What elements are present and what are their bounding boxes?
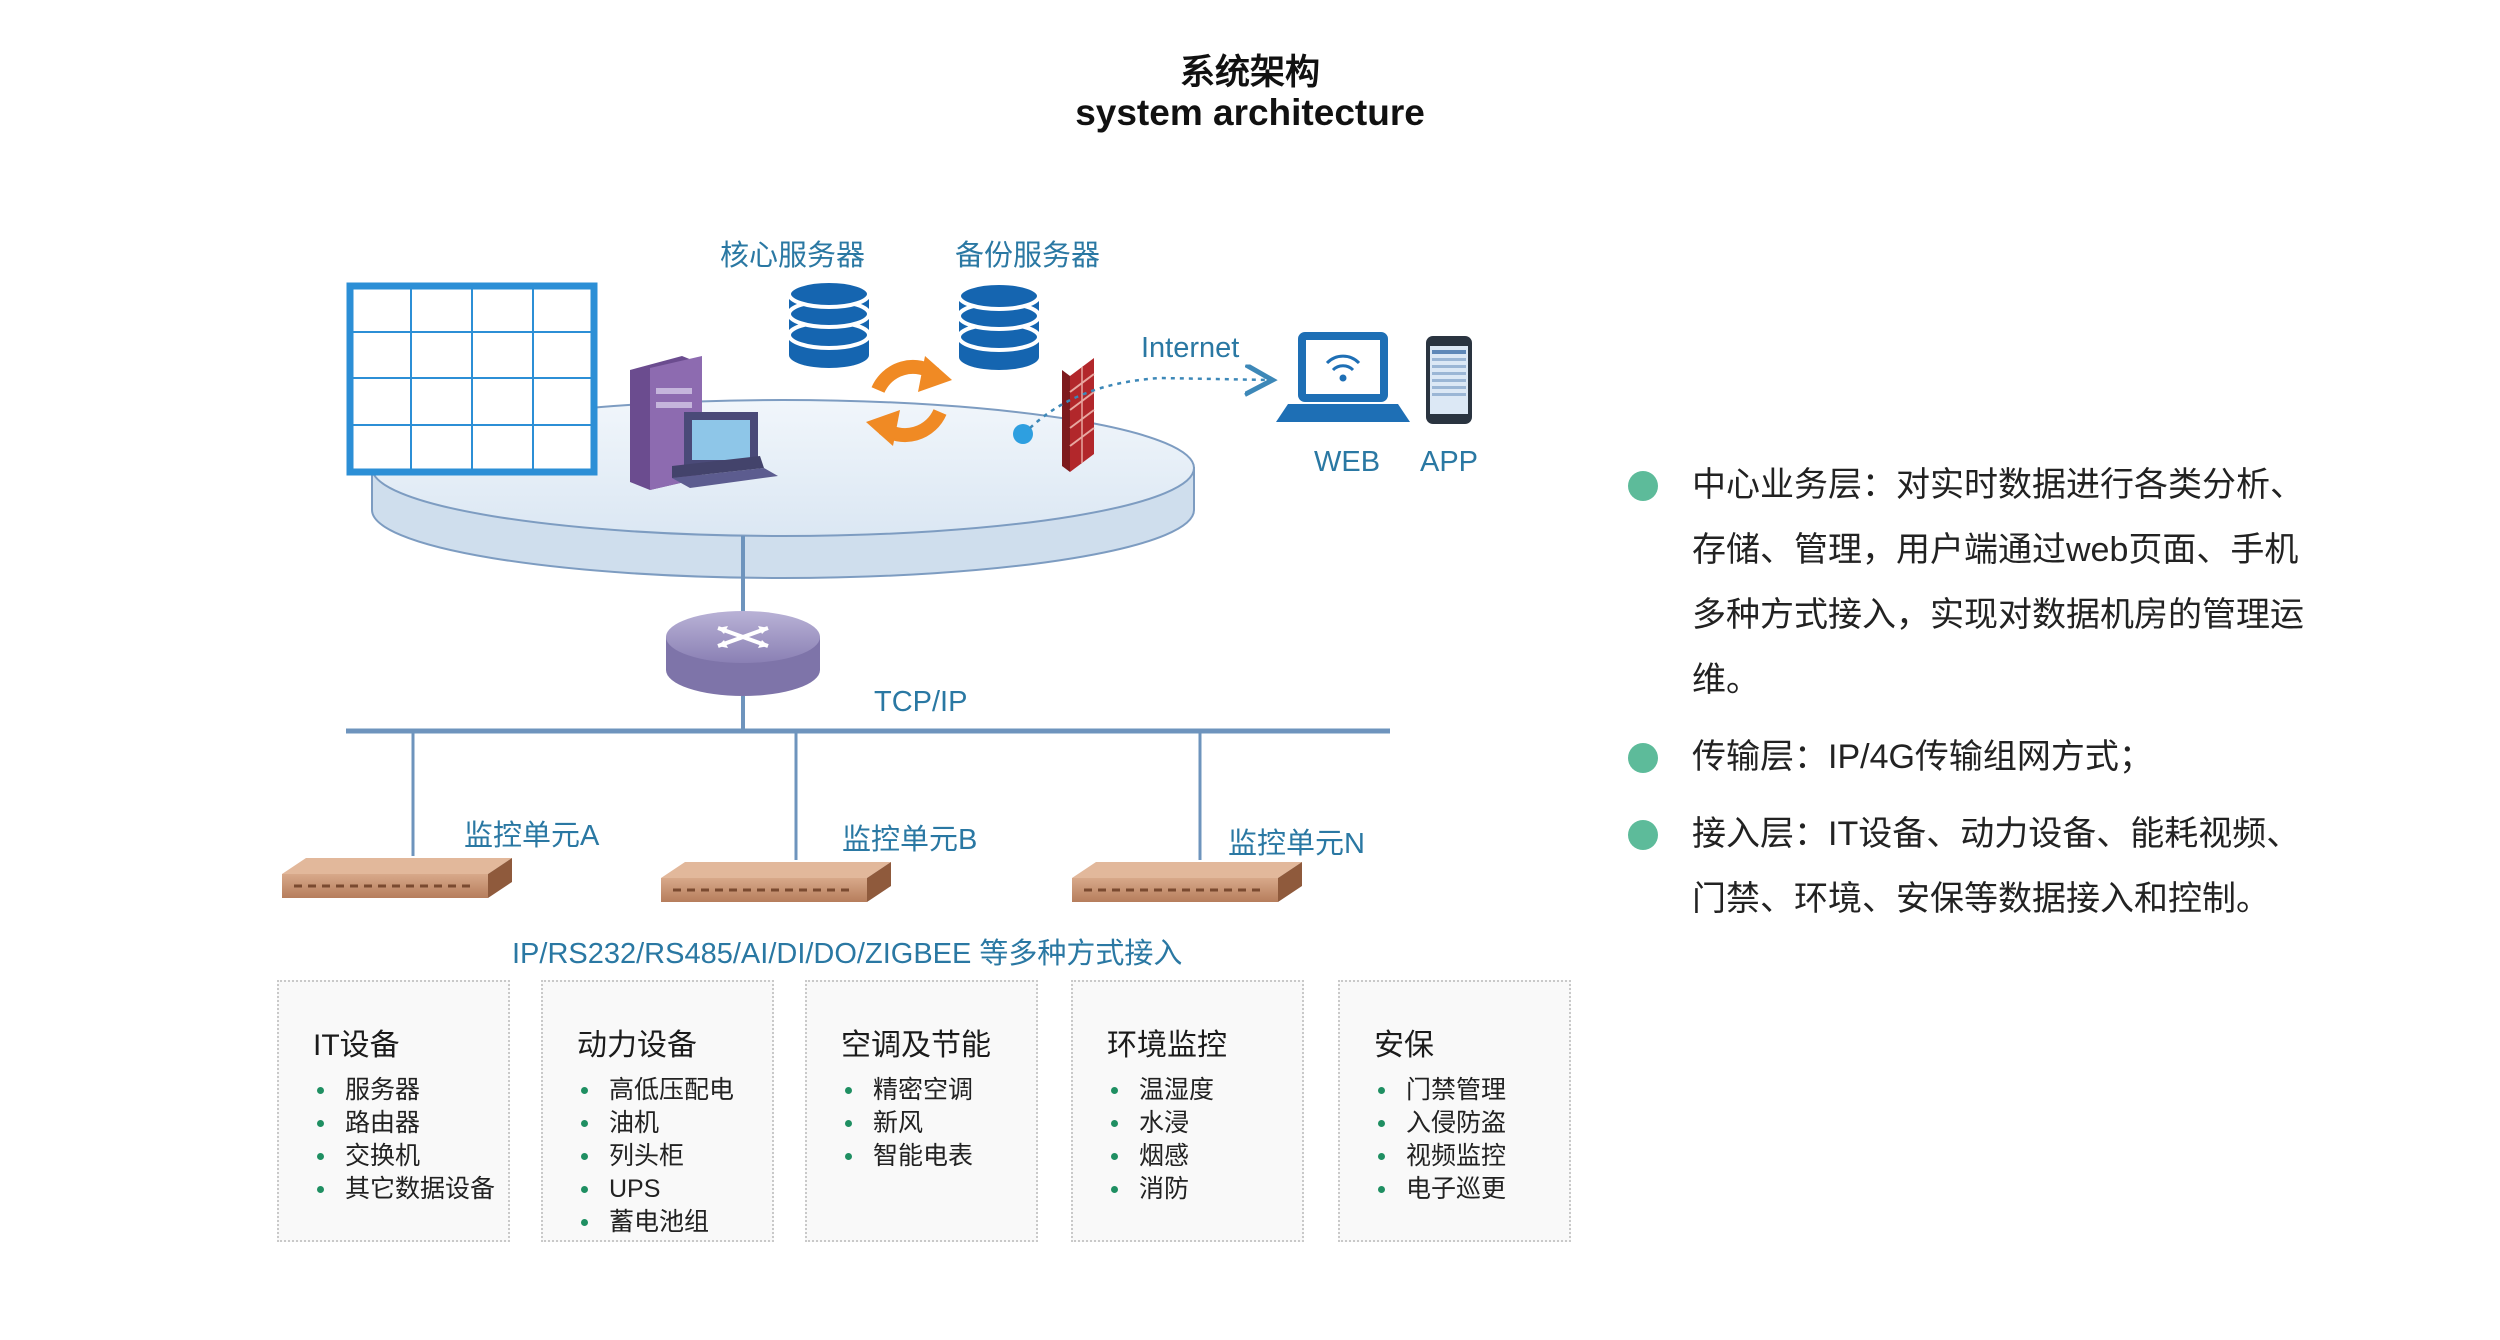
- description-text: 传输层：IP/4G传输组网方式；: [1692, 738, 2153, 776]
- category-title: 动力设备: [577, 1029, 697, 1062]
- monitoring-unit-b-icon: [661, 862, 891, 902]
- category-item: 消防: [1107, 1173, 1302, 1206]
- network-bus: [346, 728, 1390, 860]
- category-box-hvac: 空调及节能 精密空调 新风 智能电表: [805, 980, 1038, 1242]
- category-list: 服务器 路由器 交换机 其它数据设备: [313, 1074, 508, 1206]
- firewall-icon: [1062, 358, 1095, 472]
- category-item: 交换机: [313, 1140, 508, 1173]
- category-item: 路由器: [313, 1107, 508, 1140]
- description-item-center-layer: 中心业务层：对实时数据进行各类分析、存储、管理，用户端通过web页面、手机多种方…: [1620, 453, 2320, 713]
- workstation-icon: [630, 356, 778, 490]
- backup-server-icon: [957, 281, 1041, 370]
- monitoring-unit-a-label: 监控单元A: [464, 820, 600, 852]
- category-item: 烟感: [1107, 1140, 1302, 1173]
- description-text: 中心业务层：对实时数据进行各类分析、存储、管理，用户端通过web页面、手机多种方…: [1692, 466, 2304, 699]
- description-item-transport-layer: 传输层：IP/4G传输组网方式；: [1620, 725, 2320, 790]
- mobile-phone-icon: [1426, 336, 1472, 424]
- category-item: 油机: [577, 1107, 772, 1140]
- category-item: 温湿度: [1107, 1074, 1302, 1107]
- category-item: 电子巡更: [1374, 1173, 1569, 1206]
- category-title: IT设备: [313, 1029, 400, 1062]
- category-list: 精密空调 新风 智能电表: [841, 1074, 1036, 1173]
- category-item: 服务器: [313, 1074, 508, 1107]
- layer-description: 中心业务层：对实时数据进行各类分析、存储、管理，用户端通过web页面、手机多种方…: [1620, 453, 2320, 944]
- title-english: system architecture: [1075, 92, 1425, 133]
- core-server-icon: [787, 279, 871, 368]
- app-label: APP: [1420, 446, 1479, 478]
- laptop-icon: [1276, 332, 1410, 422]
- category-item: 列头柜: [577, 1140, 772, 1173]
- category-item: 其它数据设备: [313, 1173, 508, 1206]
- category-list: 高低压配电 油机 列头柜 UPS 蓄电池组: [577, 1074, 772, 1239]
- sync-arrows-icon: [866, 356, 952, 446]
- title-chinese: 系统架构: [1179, 53, 1320, 92]
- category-item: 高低压配电: [577, 1074, 772, 1107]
- monitoring-unit-a-icon: [282, 858, 512, 898]
- monitoring-unit-n-icon: [1072, 862, 1302, 902]
- category-item: 门禁管理: [1374, 1074, 1569, 1107]
- category-list: 温湿度 水浸 烟感 消防: [1107, 1074, 1302, 1206]
- category-item: 蓄电池组: [577, 1206, 772, 1239]
- description-item-access-layer: 接入层：IT设备、动力设备、能耗视频、门禁、环境、安保等数据接入和控制。: [1620, 802, 2320, 932]
- access-methods-label: IP/RS232/RS485/AI/DI/DO/ZIGBEE 等多种方式接入: [512, 938, 1183, 970]
- category-box-it: IT设备 服务器 路由器 交换机 其它数据设备: [277, 980, 510, 1242]
- category-title: 空调及节能: [841, 1029, 991, 1062]
- bullet-dot-icon: [1628, 820, 1658, 850]
- video-wall-icon: [346, 282, 598, 476]
- bullet-dot-icon: [1628, 471, 1658, 501]
- backup-server-label: 备份服务器: [955, 240, 1101, 272]
- router-icon: [666, 536, 820, 730]
- category-list: 门禁管理 入侵防盗 视频监控 电子巡更: [1374, 1074, 1569, 1206]
- core-server-label: 核心服务器: [720, 240, 866, 272]
- category-title: 安保: [1374, 1029, 1434, 1062]
- category-item: UPS: [577, 1173, 772, 1206]
- category-title: 环境监控: [1107, 1029, 1227, 1062]
- tcpip-label: TCP/IP: [874, 686, 968, 718]
- category-item: 精密空调: [841, 1074, 1036, 1107]
- category-item: 视频监控: [1374, 1140, 1569, 1173]
- bullet-dot-icon: [1628, 743, 1658, 773]
- web-label: WEB: [1314, 446, 1381, 478]
- category-item: 新风: [841, 1107, 1036, 1140]
- category-box-power: 动力设备 高低压配电 油机 列头柜 UPS 蓄电池组: [541, 980, 774, 1242]
- description-text: 接入层：IT设备、动力设备、能耗视频、门禁、环境、安保等数据接入和控制。: [1692, 815, 2301, 918]
- category-item: 水浸: [1107, 1107, 1302, 1140]
- internet-link: [1013, 378, 1270, 444]
- category-box-environment: 环境监控 温湿度 水浸 烟感 消防: [1071, 980, 1304, 1242]
- category-item: 入侵防盗: [1374, 1107, 1569, 1140]
- monitoring-unit-n-label: 监控单元N: [1228, 828, 1365, 860]
- internet-label: Internet: [1141, 332, 1240, 364]
- monitoring-unit-b-label: 监控单元B: [842, 824, 978, 856]
- category-box-security: 安保 门禁管理 入侵防盗 视频监控 电子巡更: [1338, 980, 1571, 1242]
- category-item: 智能电表: [841, 1140, 1036, 1173]
